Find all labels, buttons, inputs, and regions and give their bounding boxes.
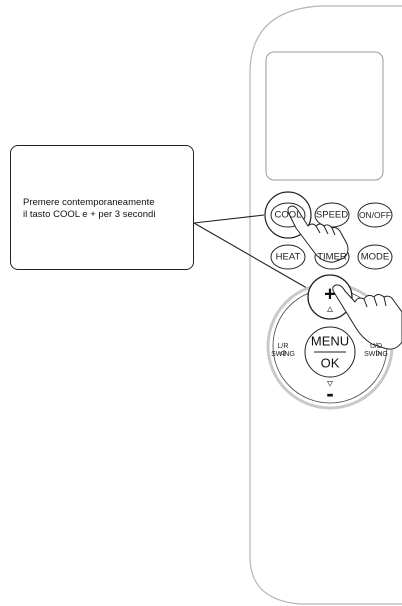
lr-swing-line-1: L/R: [277, 343, 289, 350]
display-window: [265, 51, 384, 181]
leader-line-plus: [193, 222, 313, 292]
leader-line-cool: [193, 214, 265, 224]
plus-button: +: [324, 283, 336, 306]
down-triangle-icon: [326, 381, 334, 387]
mode-button-label: MODE: [360, 251, 390, 263]
speed-button-label: SPEED: [315, 209, 349, 221]
on-off-button: [357, 202, 393, 228]
cool-highlight-ring: [264, 191, 312, 239]
on-off-button-label: ON/OFF: [358, 210, 392, 220]
right-triangle-icon: [376, 349, 382, 357]
speed-button: [314, 202, 350, 228]
instruction-text: Premere contemporaneamente il tasto COOL…: [23, 197, 187, 221]
hand-pointer-icon: [287, 205, 349, 263]
remote-body: [249, 5, 402, 605]
timer-button-label: TIMER: [317, 251, 347, 263]
mode-button: [357, 244, 393, 270]
instruction-line-2: il tasto COOL e + per 3 secondi: [23, 209, 156, 220]
lr-swing-label: L/R SWING: [271, 343, 295, 359]
lr-swing-line-2: SWING: [271, 351, 295, 358]
heat-button: [270, 244, 306, 270]
ud-swing-label: U/D SWING: [364, 343, 388, 359]
hand-pointer-icon-2: [332, 284, 402, 350]
ud-swing-line-1: U/D: [369, 343, 383, 350]
ok-label: OK: [320, 355, 340, 371]
left-triangle-icon: [279, 349, 285, 357]
up-triangle-icon: [326, 306, 334, 312]
instruction-line-1: Premere contemporaneamente: [23, 197, 155, 208]
heat-button-label: HEAT: [275, 251, 301, 263]
instruction-callout: Premere contemporaneamente il tasto COOL…: [10, 145, 194, 270]
menu-label: MENU: [310, 333, 350, 349]
minus-button: -: [326, 381, 334, 406]
ud-swing-line-2: SWING: [364, 351, 388, 358]
cool-button-label: COOL: [274, 209, 302, 221]
